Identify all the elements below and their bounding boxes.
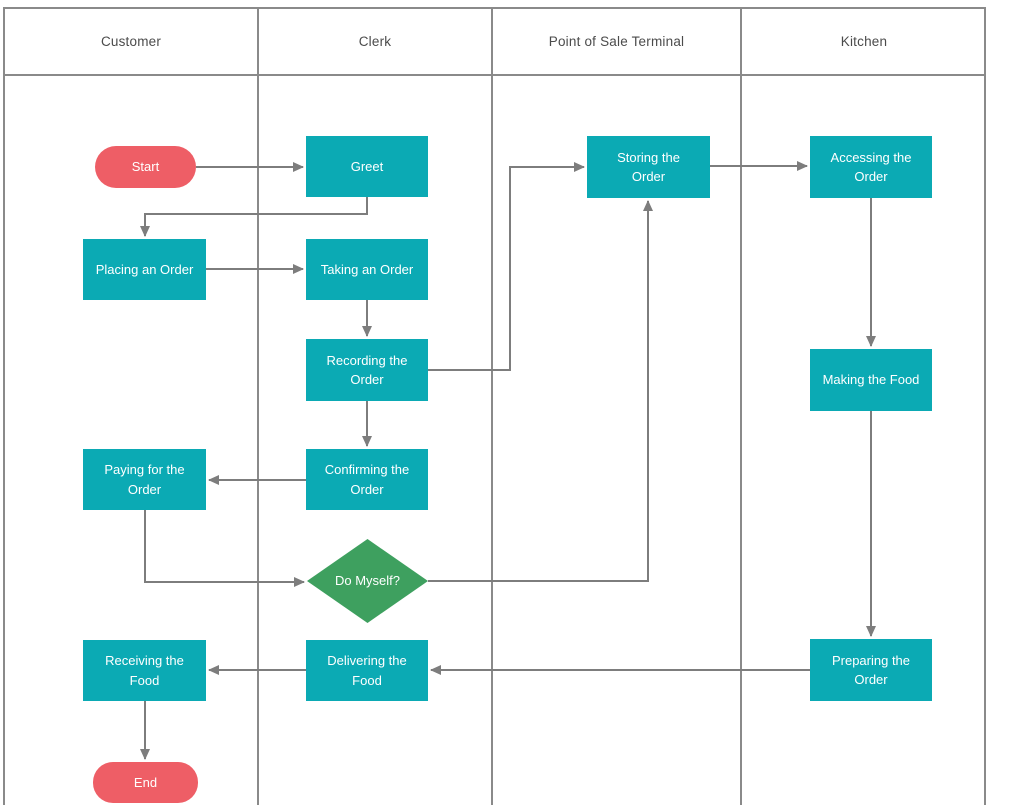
node-placing-an-order[interactable]: Placing an Order: [83, 239, 206, 300]
lane-divider: [257, 9, 259, 805]
lane-header-customer: Customer: [100, 34, 162, 49]
lane-divider: [740, 9, 742, 805]
lane-header-pos-terminal: Point of Sale Terminal: [548, 34, 685, 49]
node-label: Confirming the Order: [324, 462, 410, 497]
lane-header-row: Customer Clerk Point of Sale Terminal Ki…: [5, 9, 984, 76]
node-preparing-the-order[interactable]: Preparing the Order: [810, 639, 932, 701]
node-greet[interactable]: Greet: [306, 136, 428, 197]
node-label: Do Myself?: [334, 573, 401, 589]
node-delivering-the-food[interactable]: Delivering the Food: [306, 640, 428, 701]
node-label: Accessing the Order: [830, 149, 912, 185]
lane-header-kitchen: Kitchen: [840, 34, 888, 49]
node-recording-the-order[interactable]: Recording the Order: [306, 339, 428, 401]
node-receiving-the-food[interactable]: Receiving the Food: [83, 640, 206, 701]
node-label: Start: [131, 159, 160, 175]
node-making-the-food[interactable]: Making the Food: [810, 349, 932, 411]
node-end-terminator[interactable]: End: [93, 762, 198, 803]
node-taking-an-order[interactable]: Taking an Order: [306, 239, 428, 300]
node-label: Making the Food: [822, 372, 920, 388]
node-label: Receiving the Food: [105, 653, 184, 688]
node-label: Taking an Order: [320, 261, 414, 277]
node-start-terminator[interactable]: Start: [95, 146, 196, 188]
node-label: End: [133, 774, 158, 790]
node-label: Delivering the Food: [327, 653, 407, 688]
node-label: Placing an Order: [95, 261, 194, 277]
node-label: Recording the Order: [326, 352, 408, 388]
node-paying-for-the-order[interactable]: Paying for the Order: [83, 449, 206, 510]
node-label: Storing the Order: [617, 149, 680, 185]
node-label: Greet: [350, 158, 384, 174]
node-label: Paying for the Order: [104, 462, 185, 497]
node-confirming-the-order[interactable]: Confirming the Order: [306, 449, 428, 510]
node-accessing-the-order[interactable]: Accessing the Order: [810, 136, 932, 198]
node-storing-the-order[interactable]: Storing the Order: [587, 136, 710, 198]
node-label: Preparing the Order: [831, 652, 911, 688]
lane-header-clerk: Clerk: [358, 34, 392, 49]
